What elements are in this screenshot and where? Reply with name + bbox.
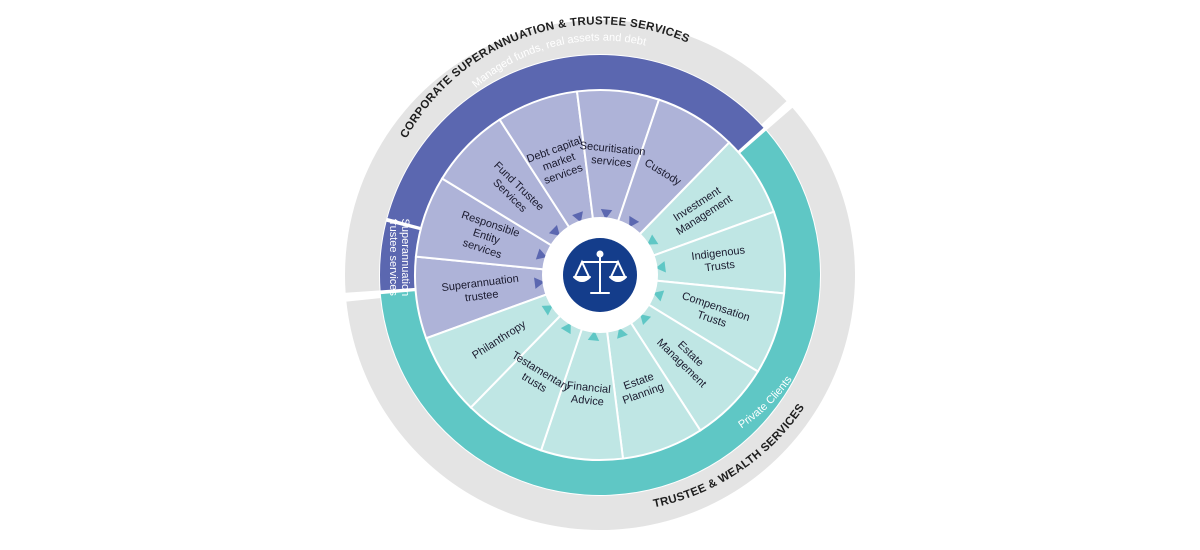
- scales-of-justice-icon: [573, 250, 627, 294]
- hub-arrow: [534, 277, 545, 289]
- hub-arrow: [640, 314, 652, 326]
- hub-arrow: [629, 215, 640, 228]
- segment-label: IndigenousTrusts: [691, 244, 748, 276]
- outer-ring-wealth: [346, 107, 855, 530]
- center-hub: [542, 217, 658, 333]
- band-label-superannuation-line: Superannuation: [399, 219, 411, 297]
- hub-arrow: [600, 209, 613, 220]
- hub-arrow: [655, 261, 666, 273]
- hub-arrow: [548, 224, 560, 236]
- band-label-superannuation: Superannuationtrustee services: [387, 219, 411, 297]
- band-private-clients: [380, 130, 820, 496]
- hub-arrow: [653, 290, 665, 302]
- hub-arrow: [535, 248, 547, 260]
- category-bands: [379, 55, 820, 496]
- segment-label-line: services: [591, 154, 633, 170]
- hub-arrow: [560, 322, 571, 335]
- hub-arrow: [647, 234, 659, 245]
- segment-label: Securitisationservices: [578, 140, 646, 171]
- segment-label-line: Trusts: [704, 259, 736, 275]
- band-label-superannuation-line: trustee services: [387, 219, 399, 297]
- band-managed-funds: [387, 55, 764, 228]
- hub-arrow: [541, 305, 553, 316]
- segment-label-line: trustee: [464, 288, 499, 304]
- hub-arrow: [587, 330, 600, 341]
- hub-arrow: [617, 327, 628, 339]
- hub-arrows: [534, 209, 666, 341]
- segment-label-line: Financial: [566, 380, 611, 396]
- outer-ring-corporate: [345, 19, 787, 293]
- hub-arrow: [572, 211, 583, 223]
- segment-label-line: Advice: [570, 393, 604, 408]
- segment-label: FinancialAdvice: [565, 380, 611, 409]
- band-superannuation: [379, 221, 421, 291]
- service-segments: [414, 89, 786, 461]
